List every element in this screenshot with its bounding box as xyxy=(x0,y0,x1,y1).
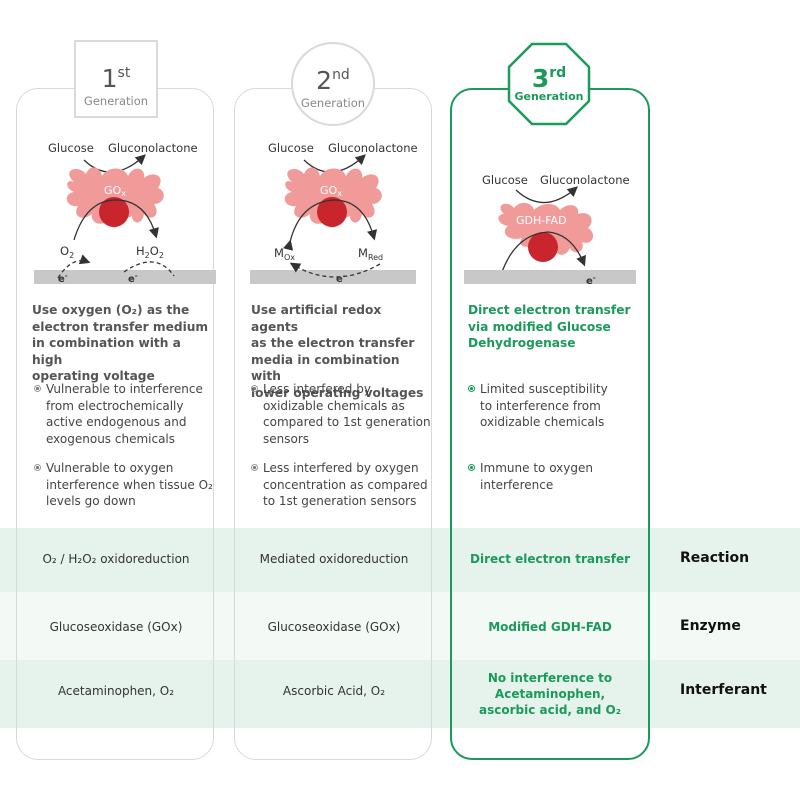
electron-superscript: - xyxy=(593,274,596,282)
row-label-enzyme: Enzyme xyxy=(680,618,741,634)
badge-suffix: nd xyxy=(332,67,350,83)
right-species-mid: O xyxy=(150,244,159,258)
active-site xyxy=(99,197,129,227)
reaction-row-band xyxy=(0,528,800,592)
electron-label: e xyxy=(128,274,135,285)
enzyme-first-generation: Glucoseoxidase (GOx) xyxy=(49,620,183,634)
diagram-second-generation: Glucose Gluconolactone GOx MOx MRed e- xyxy=(250,141,418,285)
svg-text:e-: e- xyxy=(128,272,138,285)
interferant-row-band xyxy=(0,660,800,728)
bullet-icon xyxy=(34,464,41,471)
diagram-first-generation: Glucose Gluconolactone GOx O2 H2O2 e- e- xyxy=(34,141,216,285)
svg-text:MRed: MRed xyxy=(358,246,383,262)
left-species-label: M xyxy=(274,246,284,260)
row-label-interferant: Interferant xyxy=(680,682,767,698)
left-species-subscript: 2 xyxy=(69,251,74,260)
badge-suffix: rd xyxy=(549,65,567,81)
reaction-second-generation: Mediated oxidoreduction xyxy=(259,552,409,566)
svg-text:e-: e- xyxy=(586,274,596,287)
list-item: Less interfered by oxidizable chemicals … xyxy=(251,381,439,447)
electron-superscript: - xyxy=(65,272,68,280)
active-site xyxy=(528,232,558,262)
enzyme-label: GO xyxy=(320,184,338,197)
badge-label: Generation xyxy=(83,94,149,108)
interferant-second-generation: Ascorbic Acid, O₂ xyxy=(282,684,386,698)
badge-label: Generation xyxy=(300,96,366,110)
right-species-subscript: Red xyxy=(368,253,383,262)
right-species-subscript-2: 2 xyxy=(159,251,164,260)
list-item: Vulnerable to oxygen interference when t… xyxy=(34,460,222,510)
enzyme-label: GO xyxy=(104,184,122,197)
enzyme-third-generation: Modified GDH-FAD xyxy=(488,620,612,634)
electron-superscript: - xyxy=(343,272,346,280)
bullet-icon xyxy=(468,385,475,392)
right-species-label: M xyxy=(358,246,368,260)
enzyme-second-generation: Glucoseoxidase (GOx) xyxy=(267,620,401,634)
bullet-icon xyxy=(251,464,258,471)
enzyme-row-band xyxy=(0,592,800,660)
row-label-reaction: Reaction xyxy=(680,550,750,566)
interferant-third-generation: No interference to Acetaminophen, ascorb… xyxy=(478,671,622,717)
enzyme-subscript: x xyxy=(337,189,342,198)
diagram-third-generation: Glucose Gluconolactone GDH-FAD e- xyxy=(464,173,636,287)
reaction-first-generation: O₂ / H₂O₂ oxidoreduction xyxy=(42,552,190,566)
interferant-first-generation: Acetaminophen, O₂ xyxy=(57,684,175,698)
list-item: Less interfered by oxygen concentration … xyxy=(251,460,439,510)
electrode xyxy=(34,270,216,284)
reaction-third-generation: Direct electron transfer xyxy=(470,552,630,566)
heading-third-generation: Direct electron transfer via modified Gl… xyxy=(468,303,631,350)
bullet-icon xyxy=(34,385,41,392)
product-label: Gluconolactone xyxy=(328,141,418,155)
badge-number: 3 xyxy=(531,64,550,93)
electron-label: e xyxy=(586,276,593,287)
list-item: Immune to oxygen interference xyxy=(468,460,656,493)
left-species-subscript: Ox xyxy=(284,253,295,262)
badge-label: Generation xyxy=(514,90,584,103)
heading-second-generation: Use artificial redox agents as the elect… xyxy=(251,303,424,400)
product-label: Gluconolactone xyxy=(540,173,630,187)
svg-text:GOx: GOx xyxy=(320,184,342,198)
badge-third-generation: 3rd Generation xyxy=(507,42,591,126)
octagon-badge-shape xyxy=(507,42,591,126)
svg-text:GOx: GOx xyxy=(104,184,126,198)
electron-superscript: - xyxy=(135,272,138,280)
svg-text:e-: e- xyxy=(336,272,346,285)
substrate-label: Glucose xyxy=(48,141,94,155)
electrode xyxy=(464,270,636,284)
enzyme-label: GDH-FAD xyxy=(516,214,567,227)
badge-number: 1 xyxy=(101,64,118,93)
right-species-label: H xyxy=(136,244,145,258)
substrate-label: Glucose xyxy=(268,141,314,155)
enzyme-subscript: x xyxy=(121,189,126,198)
bullet-icon xyxy=(251,385,258,392)
bullet-icon xyxy=(468,464,475,471)
product-label: Gluconolactone xyxy=(108,141,198,155)
list-item: Vulnerable to interference from electroc… xyxy=(34,381,222,447)
electron-label: e xyxy=(336,274,343,285)
svg-text:e-: e- xyxy=(58,272,68,285)
substrate-label: Glucose xyxy=(482,173,528,187)
badge-first-generation: 1st Generation xyxy=(74,40,158,118)
svg-text:O2: O2 xyxy=(60,244,74,260)
active-site xyxy=(317,197,347,227)
svg-text:H2O2: H2O2 xyxy=(136,244,164,260)
badge-second-generation: 2nd Generation xyxy=(291,42,375,126)
heading-first-generation: Use oxygen (O₂) as the electron transfer… xyxy=(32,303,209,383)
left-species-label: O xyxy=(60,244,69,258)
badge-number: 2 xyxy=(316,66,333,95)
badge-suffix: st xyxy=(117,65,131,81)
svg-text:MOx: MOx xyxy=(274,246,295,262)
right-species-subscript: 2 xyxy=(145,251,150,260)
electron-label: e xyxy=(58,274,65,285)
list-item: Limited susceptibility to interference f… xyxy=(468,381,656,431)
